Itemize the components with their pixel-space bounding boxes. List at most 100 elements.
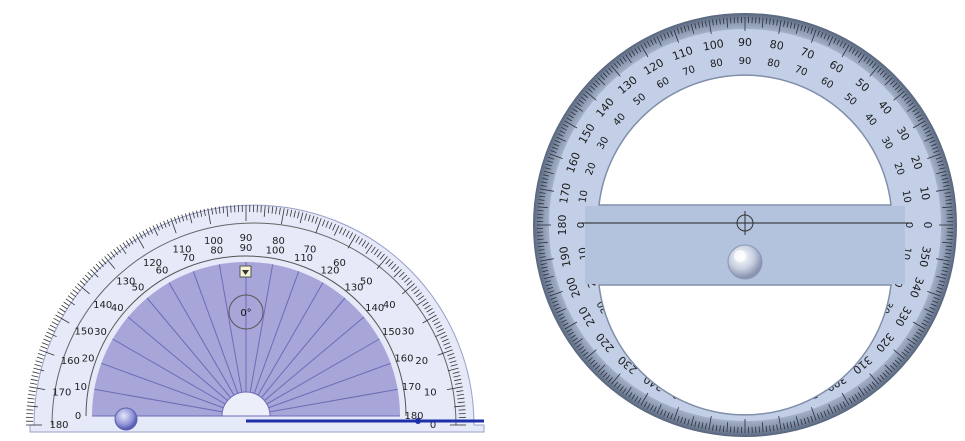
circular-degree-tick (616, 60, 621, 67)
circular-degree-tick (726, 17, 729, 28)
circular-degree-tick (708, 416, 712, 430)
degree-tick (185, 213, 188, 221)
circular-inner-label: 10 (577, 189, 590, 203)
degree-tick (457, 397, 465, 400)
degree-tick (107, 253, 113, 260)
degree-tick (443, 342, 451, 346)
center-semicircle (221, 391, 271, 417)
circular-degree-tick (580, 349, 587, 354)
circular-degree-tick (936, 275, 947, 280)
degree-tick (116, 246, 122, 253)
degree-tick (44, 335, 52, 339)
degree-tick (37, 353, 45, 357)
outer-scale-label: 100 (204, 236, 223, 247)
circular-degree-tick (542, 270, 549, 273)
circular-degree-tick (656, 404, 662, 414)
outer-scale-label: 160 (61, 356, 80, 367)
inner-scale-label: 0 (75, 411, 81, 422)
circular-degree-tick (930, 143, 937, 147)
circular-degree-tick (927, 153, 941, 159)
circular-degree-tick (670, 30, 673, 37)
inner-scale-label: 40 (111, 303, 124, 314)
fan-radial-line (101, 362, 247, 417)
fan-radial-line (245, 282, 324, 417)
degree-tick (207, 208, 211, 225)
circular-degree-tick (597, 77, 606, 86)
circular-degree-tick (539, 256, 546, 258)
circular-degree-tick (921, 322, 928, 327)
degree-tick (333, 225, 340, 236)
degree-tick (196, 210, 199, 218)
circular-degree-tick (833, 406, 837, 413)
circular-degree-tick (884, 77, 893, 86)
degree-tick (29, 382, 37, 385)
circular-protractor[interactable]: 0102030405060708090100110120130140150160… (533, 13, 957, 437)
circular-degree-tick (540, 258, 554, 262)
degree-tick (446, 386, 463, 390)
circular-degree-tick (833, 37, 837, 44)
circular-degree-tick (944, 195, 952, 198)
degree-tick (391, 263, 397, 270)
drag-handle-arrow-icon (242, 270, 249, 275)
degree-tick (376, 256, 388, 269)
circular-degree-tick (670, 413, 673, 420)
degree-tick (418, 295, 425, 301)
circular-degree-tick (929, 306, 936, 310)
angle-readout: 0° (240, 308, 251, 319)
degree-tick (79, 280, 86, 286)
outer-scale-label: 180 (49, 420, 68, 431)
circular-degree-tick (592, 82, 598, 88)
circular-degree-tick (943, 263, 950, 266)
circular-degree-tick (769, 425, 771, 432)
circular-degree-tick (568, 331, 574, 336)
circular-degree-tick (795, 23, 800, 34)
degree-tick (435, 331, 446, 338)
circular-degree-tick (884, 364, 893, 373)
degree-tick (452, 371, 460, 374)
circular-degree-tick (940, 273, 947, 276)
fan-radial-line (245, 388, 398, 417)
circular-degree-tick (660, 34, 664, 41)
degree-tick (416, 298, 427, 306)
degree-tick (28, 394, 36, 396)
circular-degree-tick (842, 401, 847, 408)
circular-degree-tick (719, 425, 721, 432)
degree-tick (342, 228, 347, 236)
center-knob[interactable] (727, 244, 763, 280)
degree-tick (41, 342, 49, 346)
circular-degree-tick (544, 167, 551, 170)
circular-degree-tick (592, 362, 598, 368)
rotation-handle[interactable] (114, 407, 138, 431)
circular-degree-tick (551, 146, 558, 150)
circular-degree-tick (848, 46, 853, 53)
degree-tick (203, 208, 206, 216)
circular-degree-tick (538, 249, 545, 251)
degree-tick (222, 206, 225, 214)
circular-degree-tick (933, 150, 940, 153)
degree-tick (398, 271, 405, 278)
circular-degree-tick (871, 381, 877, 387)
end-point-handle[interactable] (415, 418, 421, 424)
circular-outer-label: 10 (917, 185, 932, 201)
degree-tick (376, 251, 382, 258)
degree-tick (325, 220, 329, 228)
degree-tick (347, 234, 357, 249)
degree-tick (401, 274, 408, 280)
circular-inner-label: 20 (891, 161, 906, 177)
circular-degree-tick (932, 146, 939, 150)
circular-degree-tick (680, 27, 683, 34)
outer-scale-label: 140 (93, 300, 112, 311)
degree-tick (411, 286, 418, 292)
circular-degree-tick (557, 133, 564, 137)
outer-scale-label: 70 (304, 244, 317, 255)
circular-degree-tick (613, 381, 619, 387)
degree-tick (275, 207, 277, 215)
circular-degree-tick (945, 245, 952, 248)
degree-tick (361, 240, 367, 247)
circular-degree-tick (894, 85, 900, 91)
circular-degree-tick (585, 90, 597, 101)
circular-degree-tick (917, 328, 924, 333)
degree-tick (444, 345, 452, 350)
inner-scale-label: 160 (394, 354, 413, 365)
